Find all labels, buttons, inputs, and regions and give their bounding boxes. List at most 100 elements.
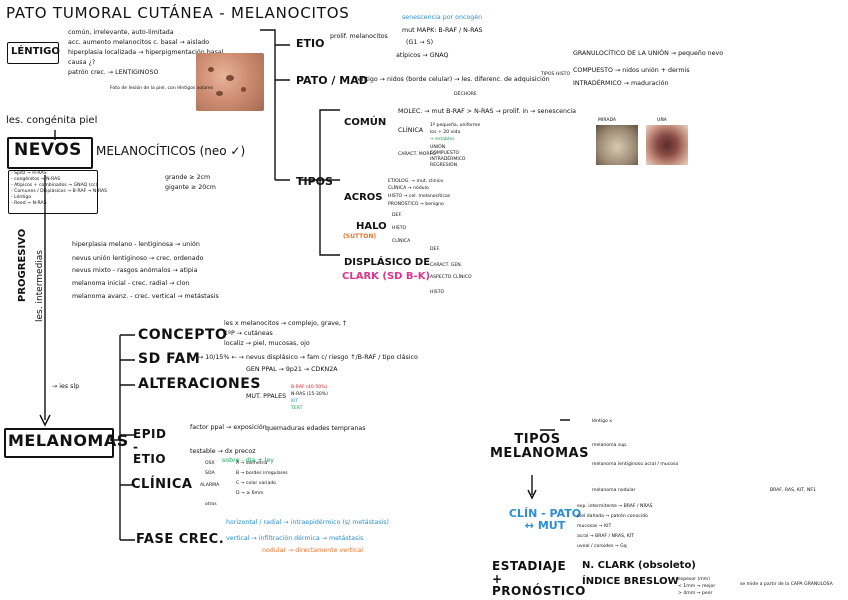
nevos-box-line-4: - Comunes / Displásicos → B-RAF → N-RAS [11, 189, 108, 194]
patomad-item-2: COMPUESTO → nidos unión + dermis [573, 67, 690, 74]
clinpato-item-5: uveal / coroides → Gq [577, 544, 627, 549]
page-title: PATO TUMORAL CUTÁNEA - MELANOCITOS [6, 4, 350, 22]
nevos-melanociticos: MELANOCÍTICOS (neo ✓) [96, 144, 246, 158]
clinica-item-7: D → ≥ 6mm [236, 491, 264, 496]
estadiaje-label: ESTADIAJE + PRONÓSTICO [492, 559, 586, 599]
etio-item-2: senescencia por oncogén [402, 14, 483, 21]
alteraciones-item-2: N-RAS (15-30%) [291, 392, 328, 397]
les-congenita: les. congénita piel [6, 115, 98, 126]
nevos-box-line-6: - Reed → N-RAS [11, 201, 47, 206]
ies-slp: → ies slp [52, 383, 80, 390]
concepto-item-1: les x melanocitos → complejo, grave, † [224, 320, 347, 327]
clinica-item-4: A → asimetría [236, 461, 268, 466]
clinica-item-5: B → bordes irregulares [236, 471, 288, 476]
progression-5: melanoma avanz. - crec. vertical → metás… [72, 293, 219, 300]
clinica-item-6: C → color variado [236, 481, 276, 486]
sdfam-text: → 10/15% ← → nevus displásico → fam c/ r… [198, 354, 418, 361]
comun-clin-1: 1º pequeña, uniforme [430, 123, 481, 128]
tipos-halo-label: HALO [356, 221, 387, 232]
intermedias-label: les. intermedias [35, 250, 45, 322]
etio-item-1: prolif. melanocitos [330, 33, 388, 40]
comun-caract-1: UNIÓN [430, 145, 446, 150]
alteraciones-item-4: TERT [291, 406, 303, 411]
clinpato-item-1: exp. intermitente → BRAF / NRAS [577, 504, 653, 509]
nevus-photo-left [596, 125, 638, 165]
nevos-box-line-1: - Spitz → H-RAS [11, 171, 47, 176]
tiposmel-item-3: melanoma lentiginoso acral / mucoso [592, 462, 679, 467]
clinpato-item-2: piel dañada → patrón conocido [577, 514, 648, 519]
fasecrec-item-2: vertical → infiltración dérmica → metást… [226, 535, 364, 542]
progresivo-label: PROGRESIVO [17, 228, 28, 302]
displasico-item-3: ASPECTO CLÍNICO [430, 275, 472, 280]
concepto-item-2: 1ºP → cutáneas [224, 330, 273, 337]
tiposmel-label: TIPOS MELANOMAS [490, 432, 589, 461]
fasecrec-item-3: nodular → directamente vertical [262, 547, 363, 554]
halo-item-1: DEF. [392, 213, 402, 218]
alteraciones-gen: GEN PPAL → 9p21 → CDKN2A [246, 366, 338, 373]
nevos-size-grande: grande ≥ 2cm [165, 174, 211, 181]
displasico-item-1: DEF. [430, 247, 440, 252]
lentigo-label: LÉNTIGO [11, 46, 60, 57]
epidetio-item-2: quemaduras edades tempranas [265, 425, 366, 432]
tiposmel-genes: BRAF, RAS, KIT, NF1 [770, 488, 816, 493]
acros-item-4: PRONÓSTICO → benigno [388, 202, 444, 207]
estad-item-2: ÍNDICE BRESLOW [582, 576, 679, 587]
lentigo-photo-caption: Foto de lesión de la piel, con léntigos … [110, 86, 214, 91]
lentigo-line-3: hiperplasia localizada → hiperpigmentaci… [68, 49, 224, 56]
tiposmel-item-4: melanoma nodular [592, 488, 636, 493]
patomad-item-1: GRANULOCÍTICO DE LA UNIÓN → pequeño nevo [573, 50, 724, 57]
lentigo-box [7, 42, 59, 64]
progression-4: melanoma inicial - crec. radial → clon [72, 280, 190, 287]
progression-1: hiperplasia melano - lentiginosa → unión [72, 241, 200, 248]
epidetio-label: EPID - ETIO [133, 427, 167, 467]
photo-right-label: UÑA [657, 118, 667, 123]
acros-item-1: ETIOLOG. → mut. clínico [388, 179, 444, 184]
nevos-small-box [8, 170, 98, 214]
melanomas-label: MELANOMAS [8, 431, 129, 450]
tipos-comun-clinica: CLÍNICA [398, 127, 424, 134]
alteraciones-item-1: B-RAF (40-50%) [291, 385, 328, 390]
comun-caract-3: INTRADÉRMICO [430, 157, 466, 162]
estad-item-1: N. CLARK (obsoleto) [582, 560, 696, 571]
lentigo-line-2: acc. aumento melanocitos c. basal → aisl… [68, 39, 210, 46]
epidetio-item-1: factor ppal → exposición [190, 424, 267, 431]
clinica-item-3: ALARMA [200, 483, 220, 488]
acros-item-2: CLÍNICA → nódulo [388, 186, 429, 191]
clinpato-item-3: mucosas → KIT [577, 524, 612, 529]
photo-left-label: MIRADA [598, 118, 617, 123]
tipos-comun-caract: CARACT. MORFO [398, 152, 436, 157]
tipos-acros-label: ACROS [344, 192, 383, 203]
tipos-comun-molec: MOLEC. → mut B-RAF > N-RAS → prolif. in … [398, 108, 577, 115]
progression-2: nevus unión lentiginoso → crec. ordenado [72, 255, 204, 262]
etio-item-5: atípicos → GNAQ [396, 52, 449, 59]
clinica-item-1: OSX [205, 461, 215, 466]
displasico-item-4: HISTO [430, 290, 445, 295]
nevos-box [7, 137, 93, 169]
halo-item-2: HISTO [392, 226, 407, 231]
tiposmel-item-2: melanoma sup. [592, 443, 628, 448]
tiposmel-item-1: léntigo x [592, 419, 612, 424]
progression-3: nevus mixto - rasgos anómalos → atipia [72, 267, 198, 274]
lentigo-skin-photo [196, 53, 264, 111]
patomad-text: léntigo → nidos (borde celular) → les. d… [356, 76, 550, 83]
patomad-item-3: INTRADÉRMICO → maduración [573, 80, 669, 87]
melanomas-box [4, 428, 114, 458]
comun-caract-4: REGRESIÓN [430, 163, 458, 168]
patomad-dechore: DÉCHORE [454, 92, 477, 97]
comun-clin-2: los + 20 vida [430, 130, 461, 135]
tipos-label: TIPOS [296, 175, 333, 188]
nevus-photo-right [646, 125, 688, 165]
alteraciones-mut: MUT. PPALES [246, 393, 287, 400]
alteraciones-label: ALTERACIONES [138, 376, 261, 392]
clinica-label: CLÍNICA [131, 477, 193, 492]
patomad-label: PATO / MAD [296, 74, 368, 87]
alteraciones-item-3: KIT [291, 399, 299, 404]
lentigo-line-5: patrón crec. → LENTIGINOSO [68, 69, 159, 76]
clinica-item-8: otros [205, 502, 217, 507]
breslow-extra-1: espesor (mm) [678, 577, 711, 582]
epidetio-item-4: sobre - dia + ley [222, 457, 274, 464]
displasico-item-2: CARACT. GEN. [430, 263, 463, 268]
etio-label: ETIO [296, 37, 325, 50]
halo-item-3: CLÍNICA [392, 239, 411, 244]
concepto-label: CONCEPTO [138, 327, 228, 343]
